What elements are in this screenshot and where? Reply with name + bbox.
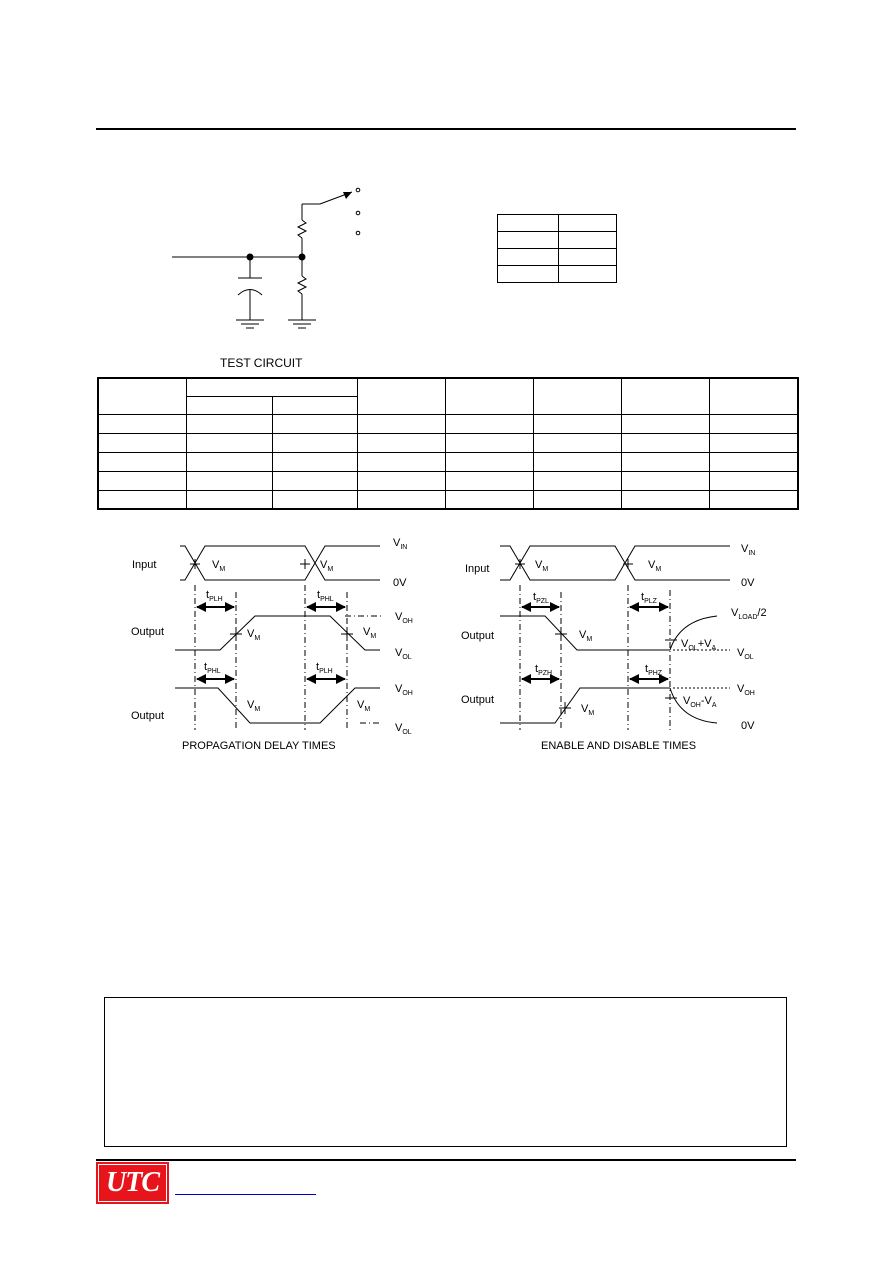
header-rule xyxy=(96,128,796,130)
svg-text:0V: 0V xyxy=(393,577,407,589)
svg-text:tPHL: tPHL xyxy=(204,661,221,675)
input-label: Input xyxy=(465,563,489,575)
utc-logo: UTC xyxy=(96,1162,169,1204)
website-link[interactable] xyxy=(175,1194,316,1195)
svg-text:VOH: VOH xyxy=(395,683,413,697)
output-label: Output xyxy=(131,710,164,722)
table-row xyxy=(97,470,799,491)
svg-text:VOH: VOH xyxy=(395,611,413,625)
svg-text:VM: VM xyxy=(247,628,260,642)
svg-text:VM: VM xyxy=(579,629,592,643)
svg-text:VM: VM xyxy=(535,559,548,573)
test-circuit-schematic xyxy=(172,187,361,329)
table-row xyxy=(497,231,617,249)
table-row xyxy=(497,214,617,232)
output-label: Output xyxy=(461,630,494,642)
svg-text:VM: VM xyxy=(648,559,661,573)
svg-text:tPLH: tPLH xyxy=(206,589,223,603)
svg-text:VLOAD/2: VLOAD/2 xyxy=(731,607,767,621)
test-condition-table xyxy=(97,377,799,510)
table-row xyxy=(98,395,798,415)
propagation-delay-diagram: Input Output Output VIN 0V VM VM tPLH tP… xyxy=(131,537,413,736)
svg-text:tPHL: tPHL xyxy=(317,589,334,603)
svg-text:VOL: VOL xyxy=(737,647,754,661)
svg-text:VOH-VA: VOH-VA xyxy=(683,695,717,709)
output-label: Output xyxy=(461,694,494,706)
table-row xyxy=(97,489,799,510)
table-row xyxy=(97,377,799,415)
svg-text:tPHZ: tPHZ xyxy=(645,663,663,677)
svg-text:VIN: VIN xyxy=(393,537,407,551)
svg-text:tPZL: tPZL xyxy=(533,591,549,605)
svg-text:VOH: VOH xyxy=(737,683,755,697)
svg-text:VM: VM xyxy=(247,699,260,713)
svg-text:VM: VM xyxy=(581,703,594,717)
enable-disable-diagram: Input Output Output VIN 0V VM VM tPZL tP… xyxy=(461,543,767,732)
table-row xyxy=(97,413,799,434)
svg-text:0V: 0V xyxy=(741,577,755,589)
svg-text:VM: VM xyxy=(320,559,333,573)
svg-text:VM: VM xyxy=(363,626,376,640)
table-row xyxy=(97,451,799,472)
test-circuit-caption: TEST CIRCUIT xyxy=(220,356,303,370)
switch-table xyxy=(497,214,617,283)
svg-text:tPLH: tPLH xyxy=(316,661,333,675)
input-label: Input xyxy=(132,559,156,571)
table-row xyxy=(497,248,617,266)
svg-text:VM: VM xyxy=(212,559,225,573)
table-row xyxy=(97,432,799,453)
footer-rule xyxy=(96,1159,796,1161)
propagation-delay-caption: PROPAGATION DELAY TIMES xyxy=(182,740,336,752)
output-label: Output xyxy=(131,626,164,638)
svg-text:VOL: VOL xyxy=(395,647,412,661)
enable-disable-caption: ENABLE AND DISABLE TIMES xyxy=(541,740,697,752)
svg-text:0V: 0V xyxy=(741,720,755,732)
svg-text:tPZH: tPZH xyxy=(535,663,552,677)
svg-text:VM: VM xyxy=(357,699,370,713)
svg-text:VOL+VA: VOL+VA xyxy=(681,638,716,652)
svg-text:VOL: VOL xyxy=(395,722,412,736)
disclaimer-box xyxy=(104,997,787,1147)
svg-text:tPLZ: tPLZ xyxy=(641,591,658,605)
svg-text:VIN: VIN xyxy=(741,543,755,557)
table-row xyxy=(497,265,617,283)
